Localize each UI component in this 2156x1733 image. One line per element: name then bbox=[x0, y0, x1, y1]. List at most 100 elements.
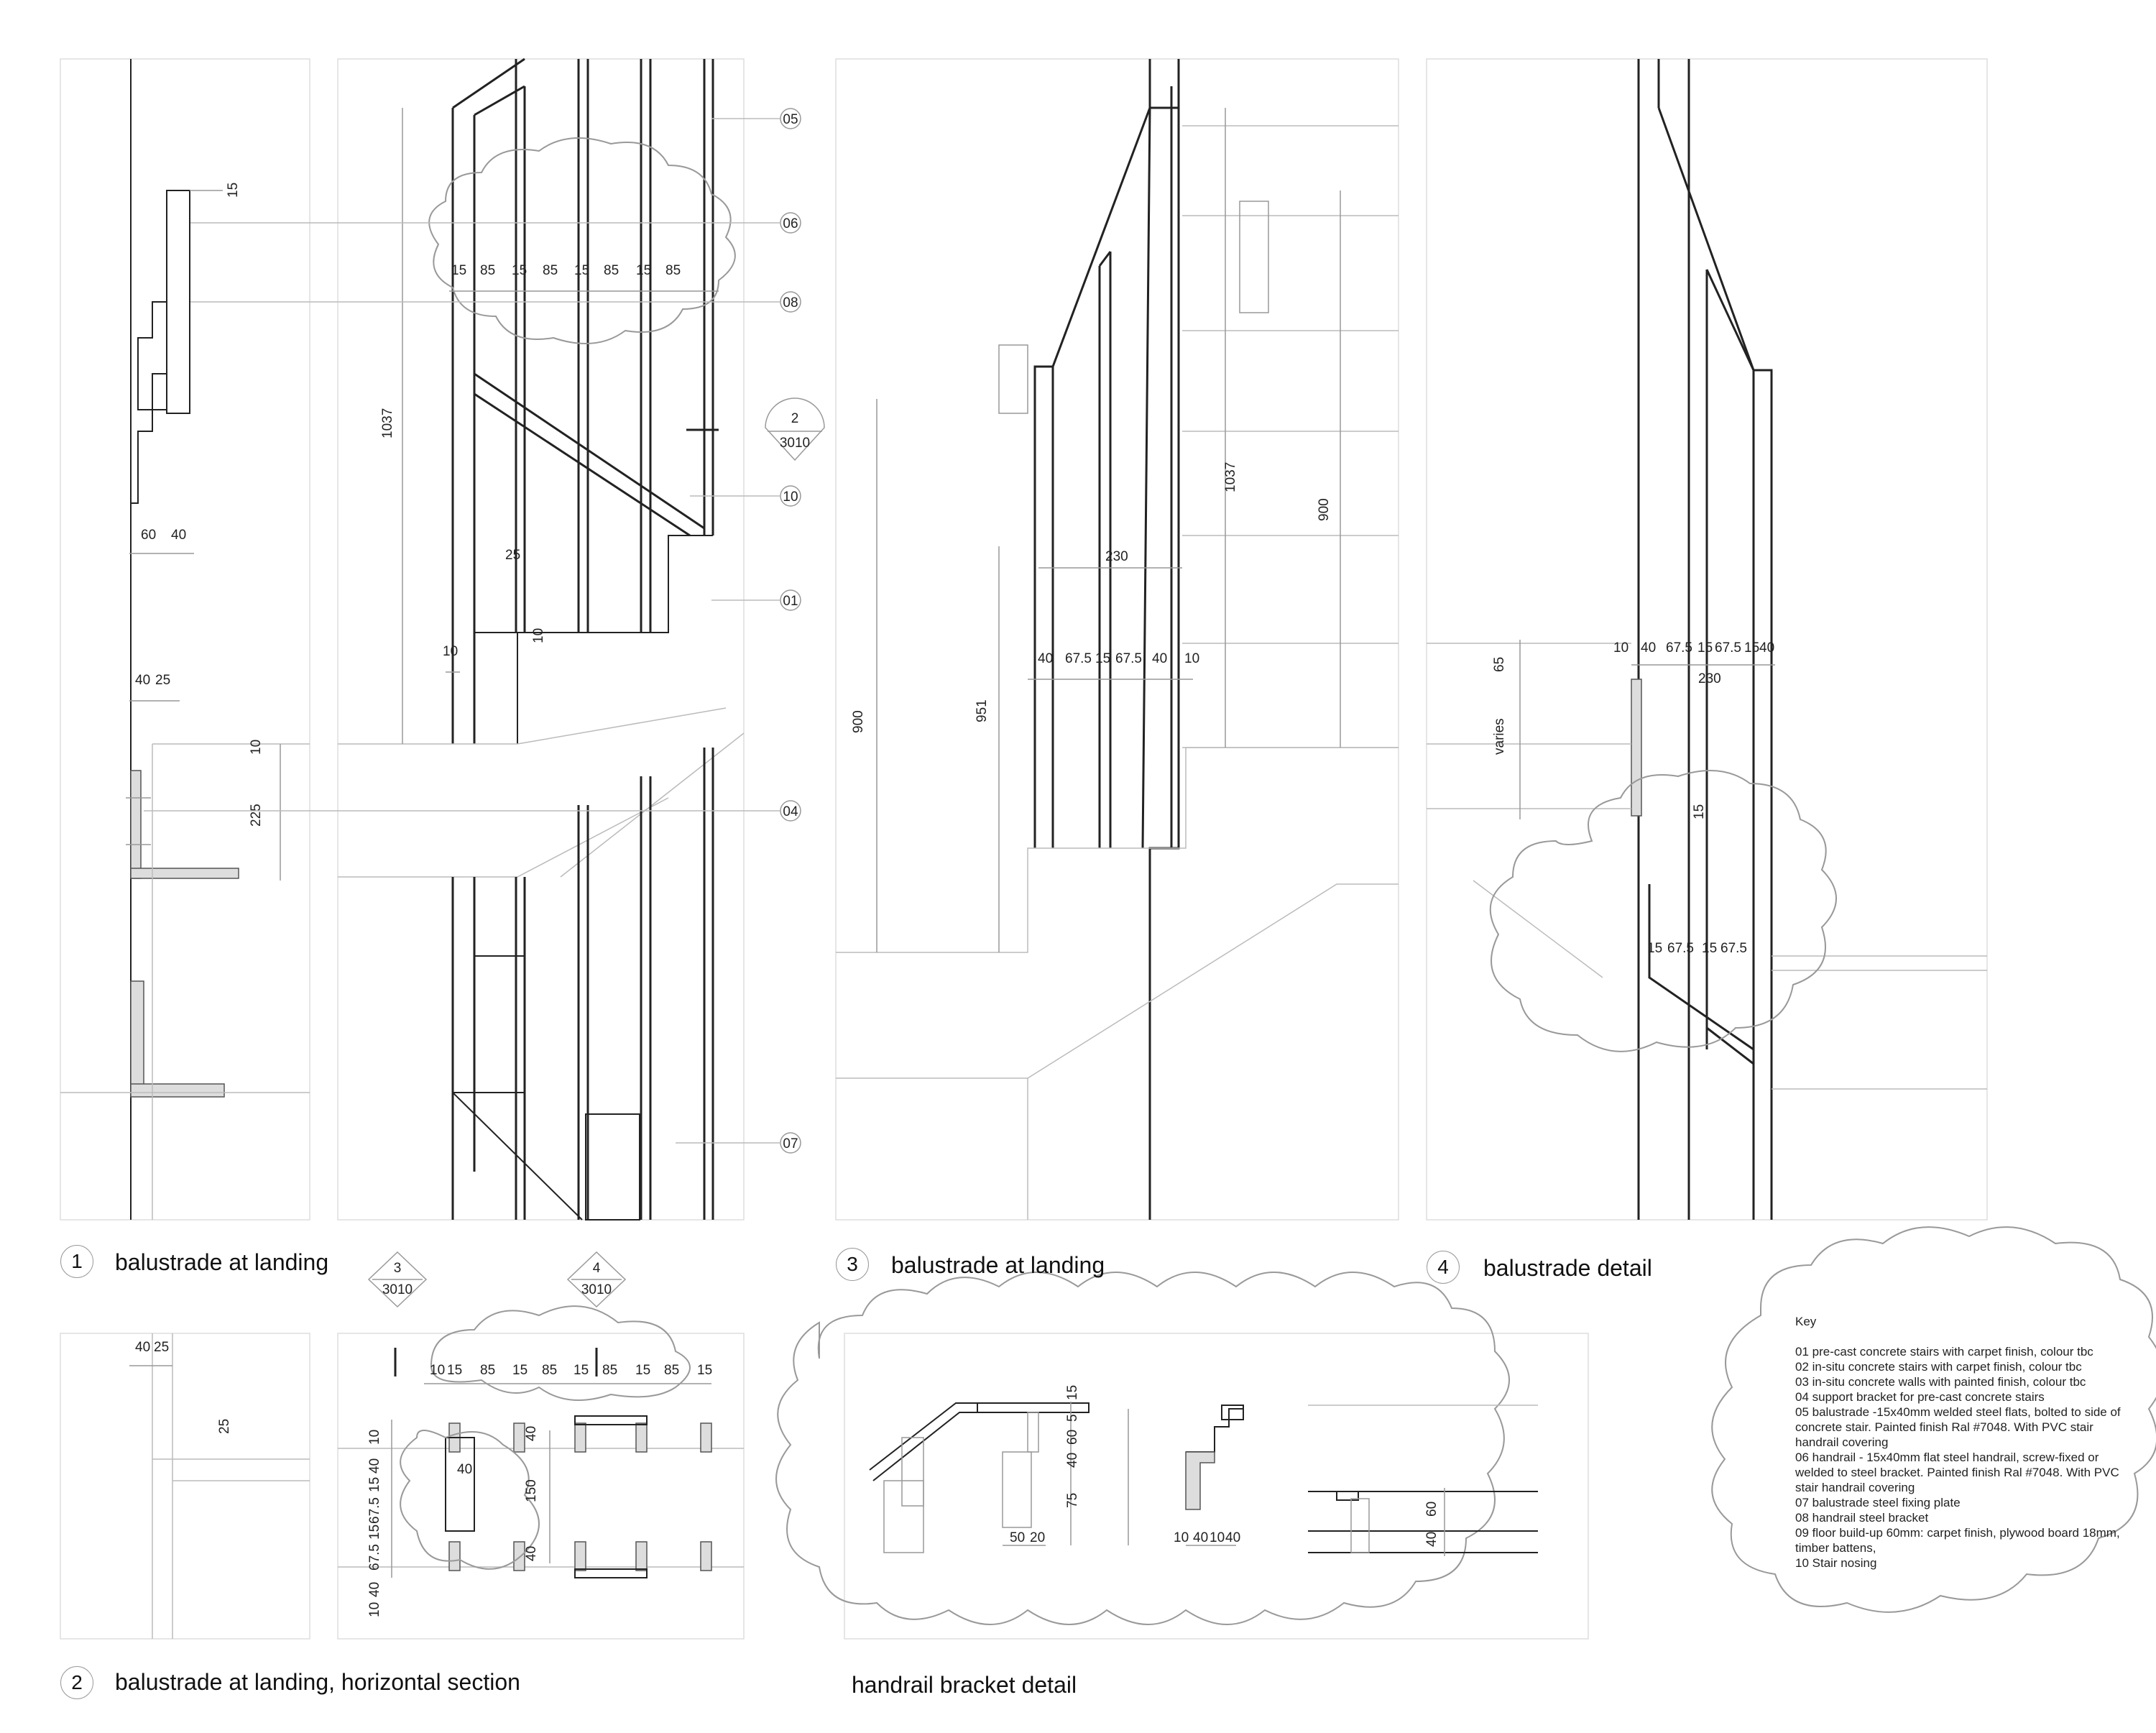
panel-frames bbox=[60, 58, 1988, 1640]
dim-v4-67-5b: 67.5 bbox=[1715, 640, 1741, 656]
dim-v2-67-5a: 67.5 bbox=[367, 1497, 382, 1524]
dim-v2l-25b: 25 bbox=[217, 1419, 232, 1434]
dim-br-40d: 40 bbox=[1424, 1532, 1439, 1547]
dim-v2-85b: 85 bbox=[542, 1363, 557, 1378]
dim-v4-10: 10 bbox=[1613, 640, 1628, 656]
dim-br-20: 20 bbox=[1030, 1530, 1045, 1545]
dim-v2-85d: 85 bbox=[664, 1363, 679, 1378]
dim-main-1037: 1037 bbox=[380, 408, 395, 438]
dim-v2l-25a: 25 bbox=[154, 1340, 169, 1355]
dim-v3-230: 230 bbox=[1105, 549, 1128, 564]
section-marker-4-sheet: 3010 bbox=[581, 1282, 612, 1297]
key-item-10: 10 Stair nosing bbox=[1795, 1556, 1877, 1570]
section-marker-3-sheet: 3010 bbox=[382, 1282, 413, 1297]
dim-br-15: 15 bbox=[1065, 1385, 1080, 1400]
section-marker-2 bbox=[765, 397, 825, 461]
view-title-bracket: handrail bracket detail bbox=[852, 1672, 1077, 1698]
dim-main-85c: 85 bbox=[604, 263, 619, 278]
view4-drawing bbox=[1427, 59, 1987, 1220]
dim-view1-10: 10 bbox=[249, 740, 264, 755]
key-item-06: 06 handrail - 15x40mm flat steel handrai… bbox=[1795, 1451, 2119, 1494]
dim-v3-951: 951 bbox=[975, 699, 990, 722]
dim-v3-1037: 1037 bbox=[1223, 462, 1238, 492]
view-number-1: 1 bbox=[60, 1245, 93, 1278]
dim-v2-85c: 85 bbox=[602, 1363, 617, 1378]
dim-v2-15b: 15 bbox=[512, 1363, 528, 1378]
dim-v4-40a: 40 bbox=[1641, 640, 1656, 656]
dim-v2-67-5b: 67.5 bbox=[367, 1544, 382, 1571]
key-item-03: 03 in-situ concrete walls with painted f… bbox=[1795, 1375, 2086, 1389]
dim-v4-65: 65 bbox=[1492, 657, 1507, 672]
dim-v2-15a: 15 bbox=[447, 1363, 462, 1378]
tag-04: 04 bbox=[783, 804, 798, 819]
dim-view1-25: 25 bbox=[155, 673, 170, 688]
view-title-3: balustrade at landing bbox=[891, 1252, 1105, 1278]
tag-circles bbox=[780, 108, 801, 1154]
dim-br-40c: 40 bbox=[1225, 1530, 1240, 1545]
view-number-4: 4 bbox=[1427, 1251, 1460, 1284]
key-item-07: 07 balustrade steel fixing plate bbox=[1795, 1496, 1961, 1509]
dim-v4-15c: 15 bbox=[1692, 804, 1707, 819]
dim-main-85b: 85 bbox=[543, 263, 558, 278]
dim-main-15b: 15 bbox=[512, 263, 527, 278]
dim-v2-10c: 10 bbox=[367, 1602, 382, 1617]
dim-v4-67-5a: 67.5 bbox=[1666, 640, 1692, 656]
dim-main-15a: 15 bbox=[451, 263, 466, 278]
dim-v2-40e: 40 bbox=[524, 1546, 539, 1561]
key-item-04: 04 support bracket for pre-cast concrete… bbox=[1795, 1390, 2045, 1404]
dim-v2-40d: 40 bbox=[524, 1426, 539, 1441]
dim-view1-40b: 40 bbox=[135, 673, 150, 688]
dim-v3-67-5b: 67.5 bbox=[1115, 651, 1142, 666]
dim-view1-225: 225 bbox=[249, 804, 264, 827]
dim-main-10b: 10 bbox=[443, 644, 458, 659]
dim-br-10b: 10 bbox=[1210, 1530, 1225, 1545]
view3-drawing bbox=[836, 59, 1399, 1220]
dim-v2-40c: 40 bbox=[457, 1462, 472, 1477]
dim-v2-15d: 15 bbox=[635, 1363, 650, 1378]
tag-01: 01 bbox=[783, 594, 798, 609]
dim-main-85a: 85 bbox=[480, 263, 495, 278]
bracket-detail-drawing bbox=[775, 1272, 1538, 1625]
key-legend: Key 01 pre-cast concrete stairs with car… bbox=[1795, 1314, 2133, 1571]
dim-v4-67-5d: 67.5 bbox=[1720, 941, 1747, 956]
tag-06: 06 bbox=[783, 216, 798, 231]
dim-v4-15e: 15 bbox=[1702, 941, 1717, 956]
dim-br-60b: 60 bbox=[1424, 1502, 1439, 1517]
view1-drawing bbox=[60, 59, 310, 1220]
tag-07: 07 bbox=[783, 1136, 798, 1151]
key-item-05: 05 balustrade -15x40mm welded steel flat… bbox=[1795, 1405, 2121, 1449]
dim-v2-150: 150 bbox=[524, 1479, 539, 1502]
key-item-09: 09 floor build-up 60mm: carpet finish, p… bbox=[1795, 1526, 2120, 1555]
key-item-08: 08 handrail steel bracket bbox=[1795, 1511, 1929, 1525]
dim-view1-15: 15 bbox=[226, 183, 241, 198]
dim-br-40b: 40 bbox=[1193, 1530, 1208, 1545]
section-marker-2-sheet: 3010 bbox=[780, 436, 810, 451]
dim-main-85d: 85 bbox=[665, 263, 681, 278]
section-marker-4-num: 4 bbox=[593, 1261, 601, 1276]
dim-v4-15b: 15 bbox=[1744, 640, 1759, 656]
dim-br-5: 5 bbox=[1065, 1414, 1080, 1422]
section-marker-3-num: 3 bbox=[394, 1261, 402, 1276]
view-title-2: balustrade at landing, horizontal sectio… bbox=[115, 1669, 520, 1695]
dim-v2-15f: 15 bbox=[367, 1477, 382, 1492]
dim-v2-10a: 10 bbox=[430, 1363, 445, 1378]
dim-main-15d: 15 bbox=[636, 263, 651, 278]
dim-v4-40b: 40 bbox=[1759, 640, 1774, 656]
key-item-01: 01 pre-cast concrete stairs with carpet … bbox=[1795, 1345, 2093, 1359]
section-marker-3 bbox=[367, 1251, 428, 1308]
dim-main-15c: 15 bbox=[574, 263, 589, 278]
dim-v2-15c: 15 bbox=[573, 1363, 589, 1378]
dim-view1-60: 60 bbox=[141, 528, 156, 543]
dim-v3-40b: 40 bbox=[1152, 651, 1167, 666]
dim-v4-15d: 15 bbox=[1647, 941, 1662, 956]
dim-v2-10b: 10 bbox=[367, 1430, 382, 1445]
dim-v3-10: 10 bbox=[1184, 651, 1199, 666]
dim-v4-15a: 15 bbox=[1697, 640, 1713, 656]
dim-v4-varies: varies bbox=[1492, 718, 1507, 755]
dim-view1-40a: 40 bbox=[171, 528, 186, 543]
tag-10: 10 bbox=[783, 489, 798, 505]
key-heading: Key bbox=[1795, 1315, 1817, 1328]
dim-v2-15e: 15 bbox=[697, 1363, 712, 1378]
section-marker-4 bbox=[566, 1251, 627, 1308]
